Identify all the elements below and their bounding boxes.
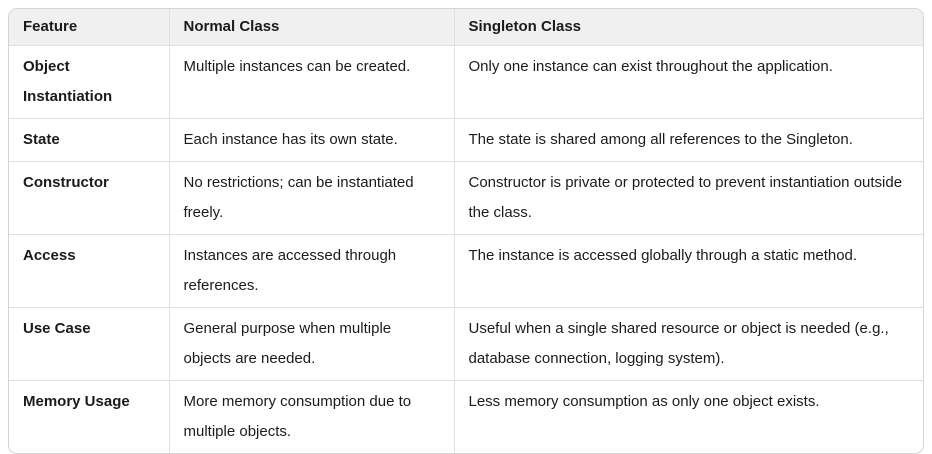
feature-cell: Access	[9, 234, 169, 308]
class-comparison-table: Feature Normal Class Singleton Class Obj…	[9, 9, 923, 453]
normal-class-cell: General purpose when multiple objects ar…	[168, 307, 454, 381]
table-row: Access Instances are accessed through re…	[9, 234, 923, 308]
column-header-normal-class: Normal Class	[168, 9, 454, 46]
singleton-class-cell: The state is shared among all references…	[453, 118, 923, 162]
feature-cell: Memory Usage	[9, 380, 169, 453]
table-row: State Each instance has its own state. T…	[9, 118, 923, 162]
table-row: Use Case General purpose when multiple o…	[9, 307, 923, 381]
feature-cell: Constructor	[9, 161, 169, 235]
singleton-class-cell: The instance is accessed globally throug…	[453, 234, 923, 308]
feature-cell: Use Case	[9, 307, 169, 381]
singleton-class-cell: Constructor is private or protected to p…	[453, 161, 923, 235]
table-row: Memory Usage More memory consumption due…	[9, 380, 923, 453]
table-row: Constructor No restrictions; can be inst…	[9, 161, 923, 235]
singleton-class-cell: Only one instance can exist throughout t…	[453, 45, 923, 119]
comparison-table-container: Feature Normal Class Singleton Class Obj…	[8, 8, 924, 454]
singleton-class-cell: Less memory consumption as only one obje…	[453, 380, 923, 453]
header-row: Feature Normal Class Singleton Class	[9, 9, 923, 46]
normal-class-cell: Each instance has its own state.	[168, 118, 454, 162]
column-header-feature: Feature	[9, 9, 169, 46]
singleton-class-cell: Useful when a single shared resource or …	[453, 307, 923, 381]
normal-class-cell: No restrictions; can be instantiated fre…	[168, 161, 454, 235]
normal-class-cell: Multiple instances can be created.	[168, 45, 454, 119]
feature-cell: State	[9, 118, 169, 162]
table-row: Object Instantiation Multiple instances …	[9, 45, 923, 119]
normal-class-cell: Instances are accessed through reference…	[168, 234, 454, 308]
feature-cell: Object Instantiation	[9, 45, 169, 119]
column-header-singleton-class: Singleton Class	[453, 9, 923, 46]
normal-class-cell: More memory consumption due to multiple …	[168, 380, 454, 453]
